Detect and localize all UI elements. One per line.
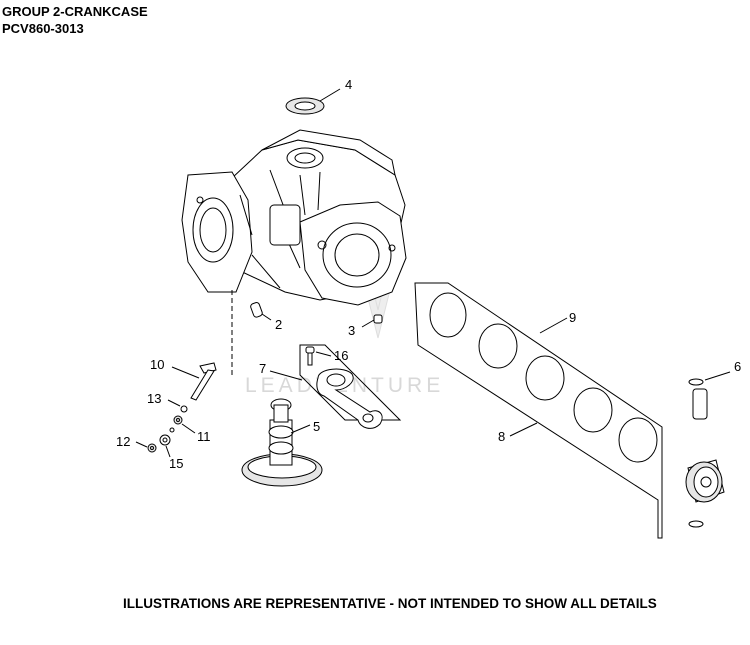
callout-11: 11 bbox=[197, 429, 211, 444]
leader-5 bbox=[290, 424, 311, 434]
small-dowel-part[interactable] bbox=[373, 314, 383, 324]
leader-2 bbox=[261, 313, 272, 321]
washer-part-13[interactable] bbox=[180, 405, 188, 413]
rod-bolt-part[interactable] bbox=[305, 346, 315, 366]
governor-shaft-part[interactable] bbox=[190, 362, 217, 401]
dowel-pin-part[interactable] bbox=[250, 302, 263, 318]
callout-labels: 4 2 3 9 6 10 16 7 13 5 11 8 12 15 bbox=[116, 77, 741, 471]
leader-11 bbox=[181, 423, 196, 434]
leader-9 bbox=[539, 317, 568, 334]
piston-group-outline bbox=[414, 282, 663, 539]
callout-15: 15 bbox=[169, 456, 183, 471]
callout-8: 8 bbox=[498, 429, 505, 444]
leader-12 bbox=[135, 441, 148, 448]
nut-part-12[interactable] bbox=[147, 443, 157, 453]
retaining-clip-part[interactable] bbox=[688, 378, 704, 528]
leader-15 bbox=[165, 445, 171, 458]
small-ring-part bbox=[169, 427, 175, 433]
callout-4: 4 bbox=[345, 77, 352, 92]
callout-12: 12 bbox=[116, 434, 130, 449]
leader-8 bbox=[509, 422, 538, 437]
leader-7 bbox=[269, 370, 303, 381]
diagram-title: GROUP 2-CRANKCASE bbox=[2, 4, 148, 19]
callout-2: 2 bbox=[275, 317, 282, 332]
leader-13 bbox=[167, 399, 181, 407]
camshaft-part[interactable] bbox=[241, 398, 323, 487]
leader-10 bbox=[171, 366, 200, 379]
connecting-rod-part[interactable] bbox=[316, 368, 383, 429]
oil-seal-part[interactable] bbox=[285, 97, 325, 115]
leader-4 bbox=[319, 88, 341, 102]
leader-3 bbox=[361, 319, 375, 328]
piston-part[interactable] bbox=[685, 459, 725, 503]
piston-pin-part[interactable] bbox=[692, 388, 708, 420]
nut-part-11[interactable] bbox=[173, 415, 183, 425]
leader-16 bbox=[315, 351, 332, 357]
callout-5: 5 bbox=[313, 419, 320, 434]
piston-rings-part[interactable] bbox=[429, 292, 658, 463]
callout-16: 16 bbox=[334, 348, 348, 363]
crankcase-part[interactable] bbox=[181, 129, 407, 306]
callout-3: 3 bbox=[348, 323, 355, 338]
callout-13: 13 bbox=[147, 391, 161, 406]
washer-part-15[interactable] bbox=[159, 434, 171, 446]
callout-9: 9 bbox=[569, 310, 576, 325]
callout-7: 7 bbox=[259, 361, 266, 376]
leader-6 bbox=[704, 371, 731, 381]
callout-10: 10 bbox=[150, 357, 164, 372]
callout-6: 6 bbox=[734, 359, 741, 374]
disclaimer-text: ILLUSTRATIONS ARE REPRESENTATIVE - NOT I… bbox=[123, 596, 657, 611]
model-number: PCV860-3013 bbox=[2, 21, 84, 36]
